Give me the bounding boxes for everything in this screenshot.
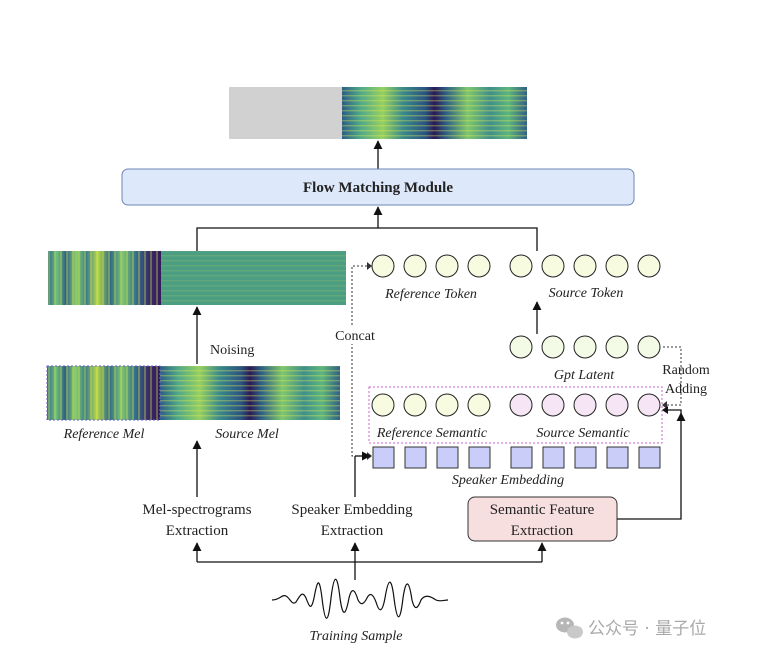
gpt-latent-label: Gpt Latent: [554, 368, 615, 383]
random-adding-path: [663, 346, 682, 406]
concat-arrow-top: [367, 262, 372, 270]
random-adding-arrow: [662, 401, 667, 409]
noising-label: Noising: [210, 343, 254, 358]
masked-region: [229, 87, 342, 139]
output-spectrogram: [229, 87, 527, 139]
random-adding-label-2: Adding: [665, 382, 707, 397]
mel-extraction-label-1: Mel-spectrograms: [142, 502, 251, 518]
semantic-extraction-label-2: Extraction: [511, 523, 574, 539]
watermark-text: 公众号 · 量子位: [588, 619, 706, 639]
training-sample-connector: [197, 561, 542, 580]
module-input-connector: [196, 227, 538, 251]
source-mel-label: Source Mel: [215, 427, 279, 442]
mel-extraction-label-2: Extraction: [166, 523, 229, 539]
speaker-extraction-label-2: Extraction: [321, 523, 384, 539]
training-sample-label: Training Sample: [310, 629, 403, 644]
reference-mel-dotted-frame: [46, 365, 161, 421]
speaker-extraction-label-1: Speaker Embedding: [291, 502, 413, 518]
speaker-embedding-label: Speaker Embedding: [452, 473, 564, 488]
reference-semantic-group: [371, 393, 491, 417]
concat-path: [351, 265, 367, 457]
watermark: 公众号 · 量子位: [556, 617, 706, 639]
semantic-extraction-line: [617, 421, 682, 520]
flow-matching-module-box: [121, 168, 635, 206]
semantic-dotted-box: [368, 386, 663, 444]
reference-token-group: [371, 254, 491, 278]
reference-token-label: Reference Token: [384, 287, 477, 302]
source-semantic-group: [509, 393, 661, 417]
training-sample-waveform: [271, 578, 449, 619]
input-spectrogram: [46, 365, 340, 421]
source-semantic-label: Source Semantic: [536, 426, 630, 441]
noised-spectrogram: [48, 251, 346, 305]
gpt-latent-group: [509, 335, 661, 359]
random-adding-label-1: Random: [662, 363, 710, 378]
flow-matching-module-label: Flow Matching Module: [303, 180, 453, 196]
semantic-extraction-label-1: Semantic Feature: [490, 502, 595, 518]
source-token-group: [509, 254, 661, 278]
concat-label: Concat: [335, 329, 375, 344]
reference-semantic-label: Reference Semantic: [376, 426, 488, 441]
source-token-label: Source Token: [549, 286, 624, 301]
speaker-embedding-group: [372, 446, 661, 469]
wechat-icon: [556, 617, 583, 639]
reference-mel-label: Reference Mel: [63, 427, 145, 442]
